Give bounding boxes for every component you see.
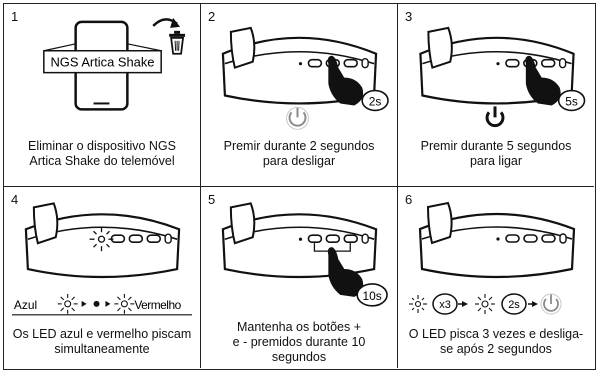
device-label: NGS Artica Shake: [50, 55, 154, 70]
caption-line: para desligar: [262, 154, 336, 168]
hand-press-icon: [525, 55, 561, 106]
arrow-right-icon: [105, 300, 111, 307]
led-burst-icon: [114, 293, 135, 314]
timer-label: 5s: [565, 94, 578, 108]
step-caption: Os LED azul e vermelho piscam simultanea…: [8, 327, 196, 357]
step-3-panel: 3 5s Pr: [398, 4, 594, 187]
step-3-illustration: 5s: [419, 26, 586, 128]
blink-count-label: x3: [439, 299, 451, 311]
hand-press-icon: [327, 247, 364, 297]
step-number: 2: [208, 9, 216, 24]
caption-line: simultaneamente: [54, 342, 150, 356]
step-4-panel: 4 Azul: [4, 187, 201, 368]
timer-badge: 5s: [557, 89, 586, 112]
step-5-panel: 5 10s M: [201, 187, 398, 368]
step-number: 5: [208, 192, 216, 207]
blink-count-badge: x3: [432, 293, 458, 315]
speaker-device: [221, 202, 378, 279]
step-caption: O LED pisca 3 vezes e desliga- se após 2…: [402, 327, 590, 357]
speaker-device: [24, 202, 181, 279]
step-caption: Premir durante 2 segundos para desligar: [205, 139, 393, 169]
device-label-box: NGS Artica Shake: [43, 43, 162, 74]
step-1-illustration: NGS Artica Shake: [43, 17, 186, 111]
power-icon: [286, 106, 309, 130]
timer-badge: 10s: [356, 283, 388, 307]
caption-line: e - premidos durante 10: [232, 335, 366, 349]
timer-label: 2s: [369, 94, 382, 108]
step-caption: Eliminar o dispositivo NGS Artica Shake …: [8, 139, 196, 169]
caption-line: Artica Shake do telemóvel: [29, 154, 175, 168]
led-burst-icon: [89, 227, 114, 252]
instruction-grid: 1 NGS Artica Shake: [3, 3, 596, 370]
led-burst-icon: [475, 294, 495, 314]
step-6-illustration: x3 2s: [409, 201, 576, 315]
caption-line: Os LED azul e vermelho piscam: [12, 327, 192, 341]
step-caption: Premir durante 5 segundos para ligar: [402, 139, 590, 169]
speaker-device: [418, 201, 576, 279]
led-red-label: Vermelho: [134, 298, 181, 312]
power-icon: [540, 293, 562, 315]
led-burst-icon: [57, 293, 78, 314]
step-number: 1: [11, 9, 19, 24]
power-icon: [485, 106, 505, 128]
step-2-panel: 2 2s: [201, 4, 398, 187]
timer-label: 2s: [508, 299, 520, 311]
trash-icon: [169, 30, 186, 55]
step-number: 6: [405, 192, 413, 207]
caption-line: Premir durante 5 segundos: [420, 139, 572, 153]
step-number: 3: [405, 9, 413, 24]
led-burst-icon: [409, 295, 427, 313]
led-blue-label: Azul: [14, 298, 37, 312]
caption-line: segundos: [271, 350, 327, 364]
step-4-illustration: Azul Vermelho: [11, 202, 193, 316]
timer-badge: 2s: [361, 89, 389, 112]
step-5-illustration: 10s: [221, 202, 388, 307]
caption-line: para ligar: [469, 154, 523, 168]
step-6-panel: 6 x3: [398, 187, 594, 368]
caption-line: Mantenha os botões +: [236, 320, 362, 334]
step-1-panel: 1 NGS Artica Shake: [4, 4, 201, 187]
timer-badge: 2s: [501, 293, 527, 315]
step-2-illustration: 2s: [221, 26, 389, 130]
step-caption: Mantenha os botões + e - premidos durant…: [205, 320, 393, 365]
led-off-dot: [93, 300, 100, 307]
arrow-right-icon: [532, 301, 538, 307]
hand-press-icon: [327, 55, 364, 106]
curved-arrow-icon: [152, 17, 181, 28]
step-number: 4: [11, 192, 19, 207]
caption-line: se após 2 segundos: [440, 342, 552, 356]
timer-label: 10s: [363, 289, 382, 303]
caption-line: Premir durante 2 segundos: [223, 139, 375, 153]
arrow-right-icon: [462, 301, 468, 307]
caption-line: O LED pisca 3 vezes e desliga-: [408, 327, 584, 341]
caption-line: Eliminar o dispositivo NGS: [28, 139, 176, 153]
arrow-right-icon: [81, 300, 87, 307]
